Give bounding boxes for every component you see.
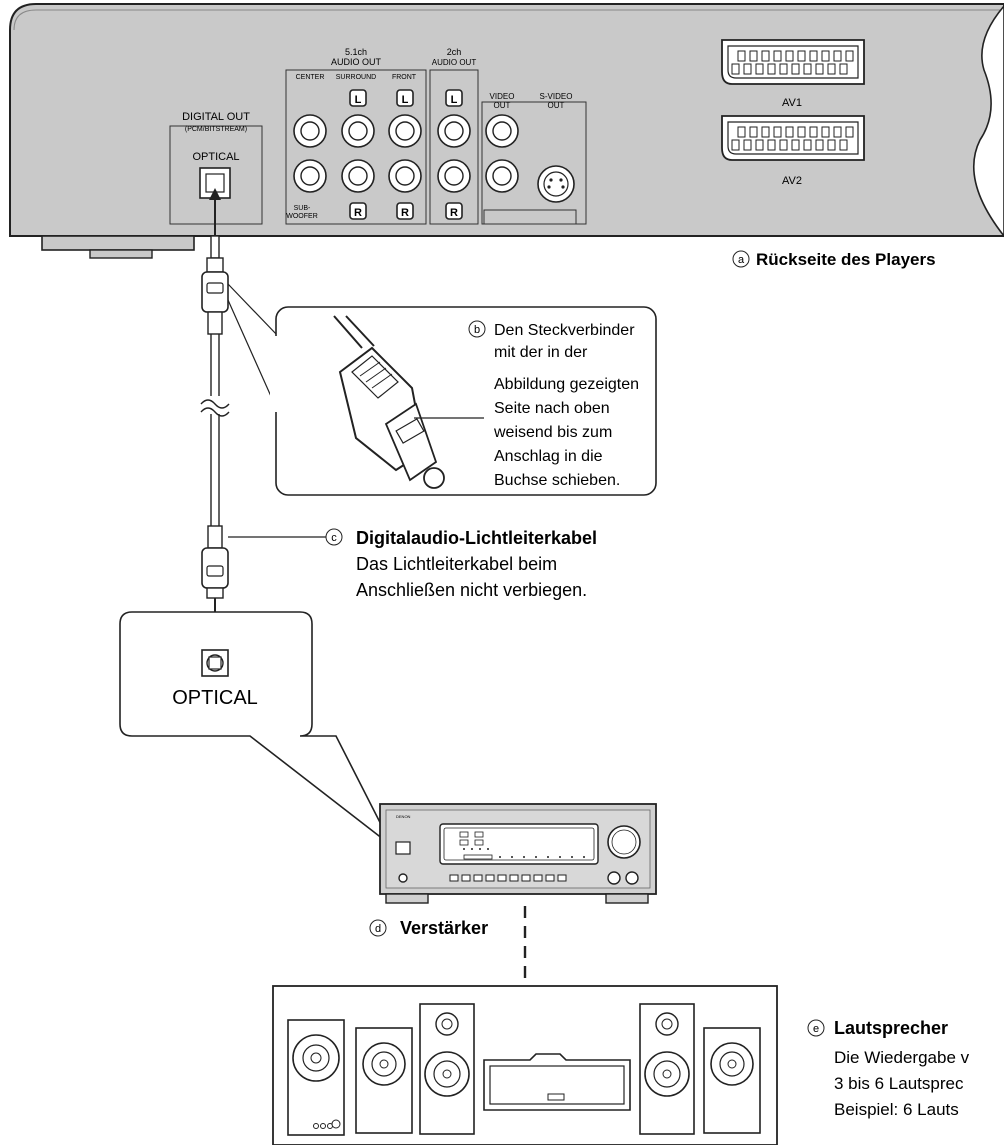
callout-e: e Lautsprecher Die Wiedergabe v 3 bis 6 … [807, 1018, 970, 1119]
right-channel-badge: R [445, 202, 463, 220]
svg-text:R: R [354, 207, 362, 219]
callout-b-line-3: Abbildung gezeigten [494, 376, 639, 393]
callout-b-line-2: mit der in der [494, 344, 588, 361]
svg-text:R: R [450, 207, 458, 219]
callout-c-marker: c [331, 532, 337, 544]
optical-cable [200, 188, 230, 644]
callout-b-line-5: weisend bis zum [493, 424, 612, 441]
video-out-block: VIDEO OUT S-VIDEO OUT [481, 92, 587, 225]
left-channel-badge: L [349, 89, 367, 107]
rca-jack [485, 114, 519, 148]
av1-label: AV1 [782, 97, 802, 109]
callout-c-title: Digitalaudio-Lichtleiterkabel [356, 528, 597, 548]
right-channel-badge: R [349, 202, 367, 220]
center-speaker [483, 1053, 631, 1111]
svg-text:L: L [402, 94, 409, 106]
rca-jack [341, 159, 375, 193]
receiver-optical-label: OPTICAL [172, 687, 258, 709]
svg-text:R: R [401, 207, 409, 219]
digital-out-optical-label: OPTICAL [192, 151, 239, 163]
video-out-label-2: OUT [494, 101, 511, 110]
audio-out-2ch-block: 2ch AUDIO OUT [429, 47, 479, 225]
callout-e-title: Lautsprecher [834, 1018, 948, 1038]
right-channel-badge: R [396, 202, 414, 220]
ch51-subtitle: AUDIO OUT [331, 57, 382, 67]
callout-b-line-4: Seite nach oben [494, 400, 610, 417]
rca-jack [388, 159, 422, 193]
left-channel-badge: L [445, 89, 463, 107]
amplifier-illustration: DENON [379, 803, 657, 904]
callout-d-text: Verstärker [400, 918, 488, 938]
callout-b-zoom: b Den Steckverbinder mit der in der Abbi… [227, 283, 657, 496]
digital-out-subtitle: (PCM/BITSTREAM) [185, 126, 247, 133]
front-right-speaker [639, 1003, 695, 1135]
callout-c: c Digitalaudio-Lichtleiterkabel Das Lich… [228, 528, 597, 600]
scart-av2: AV2 [721, 115, 865, 187]
volume-knob [607, 825, 641, 859]
subwoofer-label-1: SUB- [294, 205, 311, 212]
rca-jack [293, 114, 327, 148]
front-label: FRONT [392, 74, 417, 81]
ch2-subtitle: AUDIO OUT [432, 58, 477, 67]
callout-b-marker: b [474, 324, 480, 336]
svideo-out-label-2: OUT [548, 101, 565, 110]
callout-b-line-1: Den Steckverbinder [494, 322, 635, 339]
callout-a-text: Rückseite des Players [756, 250, 936, 269]
callout-e-line-3: Beispiel: 6 Lauts [834, 1100, 959, 1119]
ch51-title: 5.1ch [345, 47, 367, 57]
callout-b-line-7: Buchse schieben. [494, 472, 620, 489]
center-label: CENTER [296, 74, 325, 81]
ch2-title: 2ch [447, 47, 462, 57]
callout-e-marker: e [813, 1023, 819, 1035]
callout-b-line-6: Anschlag in die [494, 448, 603, 465]
scart-av1: AV1 [721, 39, 865, 109]
callout-e-line-2: 3 bis 6 Lautsprec [834, 1074, 964, 1093]
receiver-input-bubble: OPTICAL [119, 611, 393, 847]
rca-jacks [293, 114, 519, 193]
svg-text:L: L [451, 94, 458, 106]
rca-jack [437, 114, 471, 148]
speaker-set [272, 985, 778, 1145]
callout-c-line-1: Das Lichtleiterkabel beim [356, 554, 557, 574]
rear-right-speaker [703, 1027, 761, 1134]
svideo-out-label-1: S-VIDEO [540, 92, 573, 101]
rca-jack [341, 114, 375, 148]
rca-jack [485, 159, 519, 193]
video-out-label-1: VIDEO [490, 92, 515, 101]
callout-a: a Rückseite des Players [732, 250, 936, 269]
player-foot [41, 235, 195, 251]
left-channel-badge: L [396, 89, 414, 107]
callout-e-line-1: Die Wiedergabe v [834, 1048, 970, 1067]
av2-label: AV2 [782, 175, 802, 187]
rca-jack [293, 159, 327, 193]
rear-left-speaker [355, 1027, 413, 1134]
rca-jack [437, 159, 471, 193]
digital-out-title: DIGITAL OUT [182, 111, 250, 123]
front-left-speaker [419, 1003, 475, 1135]
callout-d-marker: d [375, 923, 381, 935]
audio-out-51-block: 5.1ch AUDIO OUT CENTER SURROUND FRONT SU… [285, 47, 427, 225]
subwoofer-label-2: WOOFER [286, 213, 318, 220]
channel-badges: L L L R R R [349, 89, 463, 220]
callout-a-marker: a [738, 254, 745, 266]
callout-d: d Verstärker [369, 918, 488, 938]
amplifier-brand: DENON [396, 814, 411, 819]
rca-jack [388, 114, 422, 148]
subwoofer-speaker [287, 1019, 345, 1136]
surround-label: SURROUND [336, 74, 376, 81]
plug-detail-illustration [333, 315, 484, 489]
svg-text:L: L [355, 94, 362, 106]
callout-c-line-2: Anschließen nicht verbiegen. [356, 580, 587, 600]
